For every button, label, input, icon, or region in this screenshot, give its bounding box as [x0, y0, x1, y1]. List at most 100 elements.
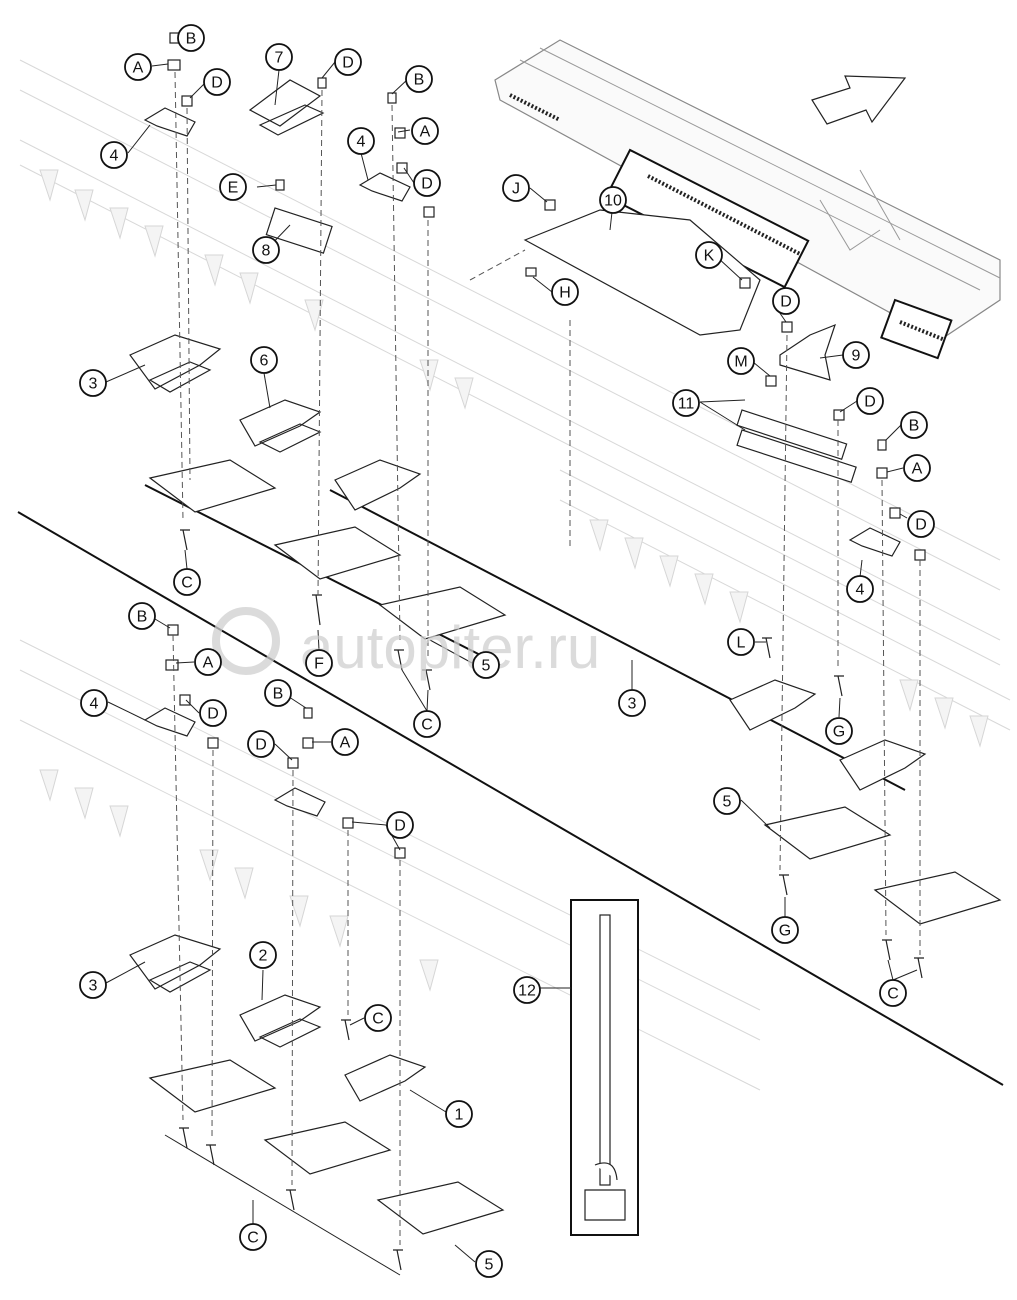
callout-b: B [177, 24, 205, 52]
callout-circle [695, 241, 723, 269]
callout-text: E [228, 180, 239, 197]
callout-circle [413, 710, 441, 738]
bracket-9 [779, 323, 836, 381]
knife-section-upper-1 [148, 459, 277, 513]
callout-text: D [421, 176, 433, 193]
callout-text: B [137, 609, 148, 626]
callout-circle [413, 169, 441, 197]
callout-text: B [186, 31, 197, 48]
callout-text: H [559, 285, 571, 302]
callout-text: 3 [89, 376, 98, 393]
watermark-text: autopiter.ru [300, 614, 600, 681]
callout-j: J [502, 174, 530, 202]
ghost-guards-lower [39, 769, 439, 992]
callout-text: 5 [485, 1257, 494, 1274]
callout-text: D [255, 737, 267, 754]
callout-d: D [199, 699, 227, 727]
callout-4: 4 [347, 127, 375, 155]
callout-text: M [734, 354, 747, 371]
callout-c: C [173, 568, 201, 596]
callout-a: A [124, 53, 152, 81]
guard-mid [334, 459, 422, 511]
callout-text: 10 [604, 193, 622, 210]
knife-section-right-2 [873, 871, 1002, 925]
callout-circle [513, 976, 541, 1004]
callout-circle [551, 278, 579, 306]
callout-circle [264, 679, 292, 707]
knife-section-upper-3 [378, 586, 507, 640]
callout-6: 6 [250, 346, 278, 374]
watermark: autopiter.ru [212, 607, 600, 681]
callout-c: C [413, 710, 441, 738]
callout-c: C [364, 1004, 392, 1032]
tool-12-inset [570, 899, 639, 1236]
callout-text: D [207, 706, 219, 723]
callout-text: C [421, 717, 433, 734]
callout-text: 8 [262, 243, 271, 260]
callout-d: D [772, 287, 800, 315]
hold-down-lower-mid [273, 787, 326, 817]
callout-d: D [203, 68, 231, 96]
callout-text: C [247, 1230, 259, 1247]
shield-assembly [469, 199, 1002, 979]
guard-3-right [729, 679, 817, 731]
callout-circle [124, 53, 152, 81]
callout-text: 3 [89, 978, 98, 995]
leader-lines [105, 37, 918, 1263]
alignment-lines-upper [174, 71, 429, 660]
callout-circle [405, 65, 433, 93]
tool-12-base [584, 1162, 626, 1221]
callout-text: C [372, 1011, 384, 1028]
callout-circle [100, 141, 128, 169]
callout-circle [903, 454, 931, 482]
callout-circle [846, 575, 874, 603]
callout-circle [239, 1223, 267, 1251]
callout-text: D [915, 517, 927, 534]
callout-9: 9 [842, 341, 870, 369]
callout-circle [502, 174, 530, 202]
hold-down-4-right [848, 527, 901, 557]
callout-text: D [394, 818, 406, 835]
callout-text: 4 [357, 134, 366, 151]
callout-d: D [413, 169, 441, 197]
callout-a: A [903, 454, 931, 482]
callout-text: A [133, 60, 144, 77]
callout-b: B [900, 411, 928, 439]
callout-text: A [203, 655, 214, 672]
callout-circle [727, 628, 755, 656]
callout-a: A [331, 728, 359, 756]
callout-text: 4 [856, 582, 865, 599]
callout-d: D [247, 730, 275, 758]
callout-circle [727, 347, 755, 375]
callout-text: 3 [628, 696, 637, 713]
callout-c: C [879, 979, 907, 1007]
plate-8 [265, 207, 333, 254]
callout-circle [199, 699, 227, 727]
callout-circle [194, 648, 222, 676]
callout-k: K [695, 241, 723, 269]
callout-circle [250, 346, 278, 374]
hold-down-4-mid [358, 172, 411, 202]
knife-section-lower-2 [263, 1121, 392, 1175]
callout-circle [771, 916, 799, 944]
callout-circle [842, 341, 870, 369]
knife-section-lower-3 [376, 1181, 505, 1235]
callout-text: 5 [482, 658, 491, 675]
callout-5: 5 [475, 1250, 503, 1278]
callout-text: D [211, 75, 223, 92]
callout-circle [128, 602, 156, 630]
callout-circle [672, 389, 700, 417]
knife-section-5-right [763, 806, 892, 860]
upper-left-assembly [129, 32, 507, 691]
callout-circle [334, 48, 362, 76]
callout-text: L [737, 635, 746, 652]
callout-m: M [727, 347, 755, 375]
guard-1 [344, 1054, 427, 1102]
callout-c: C [239, 1223, 267, 1251]
hold-down-4-lower [143, 707, 196, 737]
section-divider-lower [17, 511, 1004, 1086]
callout-circle [772, 287, 800, 315]
callout-circle [618, 689, 646, 717]
